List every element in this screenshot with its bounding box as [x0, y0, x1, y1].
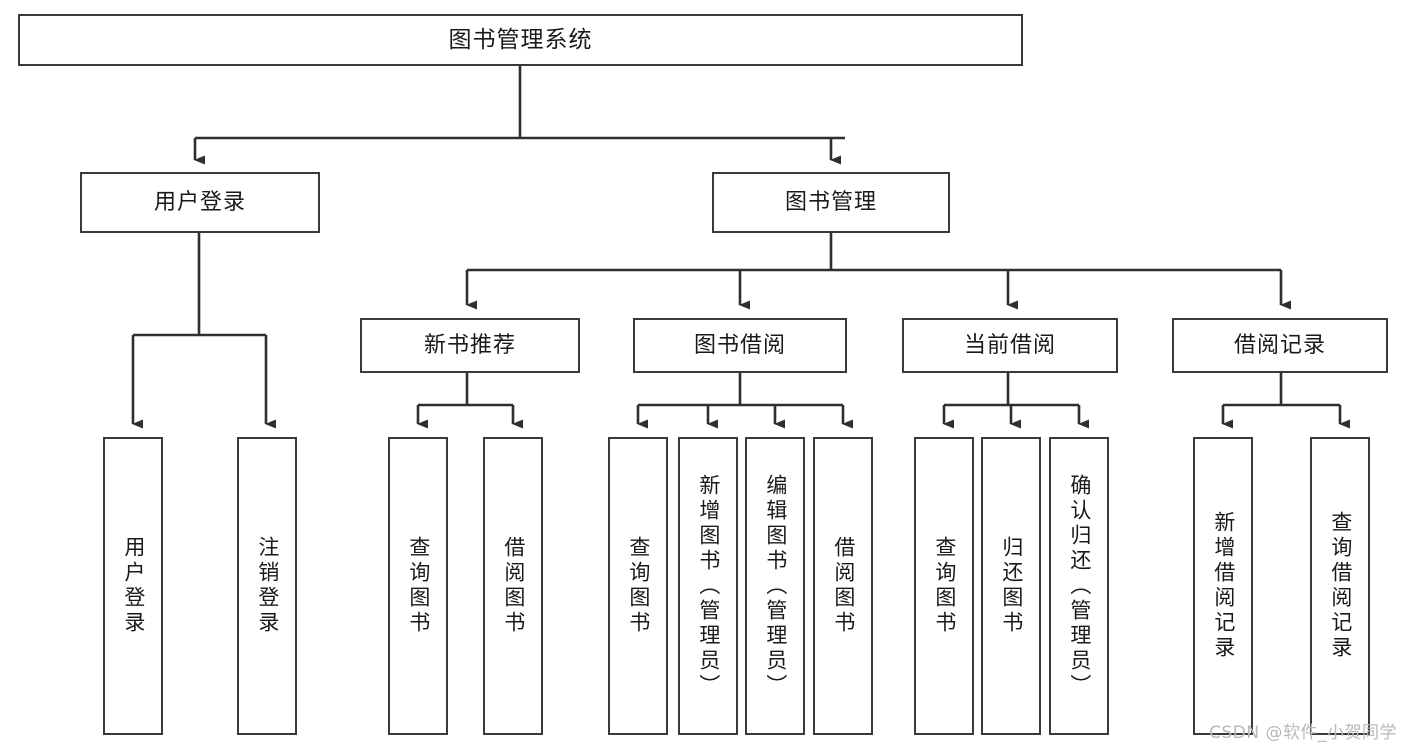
node-label: 新增借阅记录: [1211, 511, 1236, 661]
leaf-current-borrow-query[interactable]: 查询图书: [914, 437, 974, 735]
node-label: 用户登录: [153, 189, 246, 215]
leaf-book-borrow-edit[interactable]: 编辑图书（管理员）: [745, 437, 805, 735]
node-label: 归还图书: [999, 536, 1024, 636]
node-label: 图书借阅: [693, 332, 786, 358]
node-book-management[interactable]: 图书管理: [712, 172, 950, 233]
leaf-book-borrow-query[interactable]: 查询图书: [608, 437, 668, 735]
node-new-book-recommend[interactable]: 新书推荐: [360, 318, 580, 373]
node-label: 图书管理系统: [448, 26, 593, 53]
leaf-current-borrow-confirm-return[interactable]: 确认归还（管理员）: [1049, 437, 1109, 735]
node-user-login[interactable]: 用户登录: [80, 172, 320, 233]
node-borrow-record[interactable]: 借阅记录: [1172, 318, 1388, 373]
node-label: 编辑图书（管理员）: [763, 473, 788, 699]
node-label: 新增图书（管理员）: [696, 473, 721, 699]
node-label: 确认归还（管理员）: [1067, 473, 1092, 699]
node-label: 注销登录: [255, 536, 280, 636]
leaf-borrow-record-query[interactable]: 查询借阅记录: [1310, 437, 1370, 735]
node-label: 查询图书: [406, 536, 431, 636]
node-label: 查询借阅记录: [1328, 511, 1353, 661]
leaf-new-book-query[interactable]: 查询图书: [388, 437, 448, 735]
leaf-new-book-borrow[interactable]: 借阅图书: [483, 437, 543, 735]
node-label: 当前借阅: [963, 332, 1056, 358]
leaf-book-borrow-add[interactable]: 新增图书（管理员）: [678, 437, 738, 735]
node-label: 查询图书: [932, 536, 957, 636]
leaf-current-borrow-return[interactable]: 归还图书: [981, 437, 1041, 735]
node-label: 图书管理: [784, 189, 877, 215]
node-label: 借阅图书: [501, 536, 526, 636]
node-root-system[interactable]: 图书管理系统: [18, 14, 1023, 66]
node-label: 用户登录: [121, 536, 146, 636]
leaf-user-login-signin[interactable]: 用户登录: [103, 437, 163, 735]
node-label: 借阅图书: [831, 536, 856, 636]
leaf-user-login-signout[interactable]: 注销登录: [237, 437, 297, 735]
node-label: 新书推荐: [423, 332, 516, 358]
watermark-text: CSDN @软件_小贺同学: [1209, 723, 1397, 743]
node-current-borrow[interactable]: 当前借阅: [902, 318, 1118, 373]
node-book-borrow[interactable]: 图书借阅: [633, 318, 847, 373]
leaf-book-borrow-borrow[interactable]: 借阅图书: [813, 437, 873, 735]
leaf-borrow-record-add[interactable]: 新增借阅记录: [1193, 437, 1253, 735]
node-label: 查询图书: [626, 536, 651, 636]
node-label: 借阅记录: [1233, 332, 1326, 358]
